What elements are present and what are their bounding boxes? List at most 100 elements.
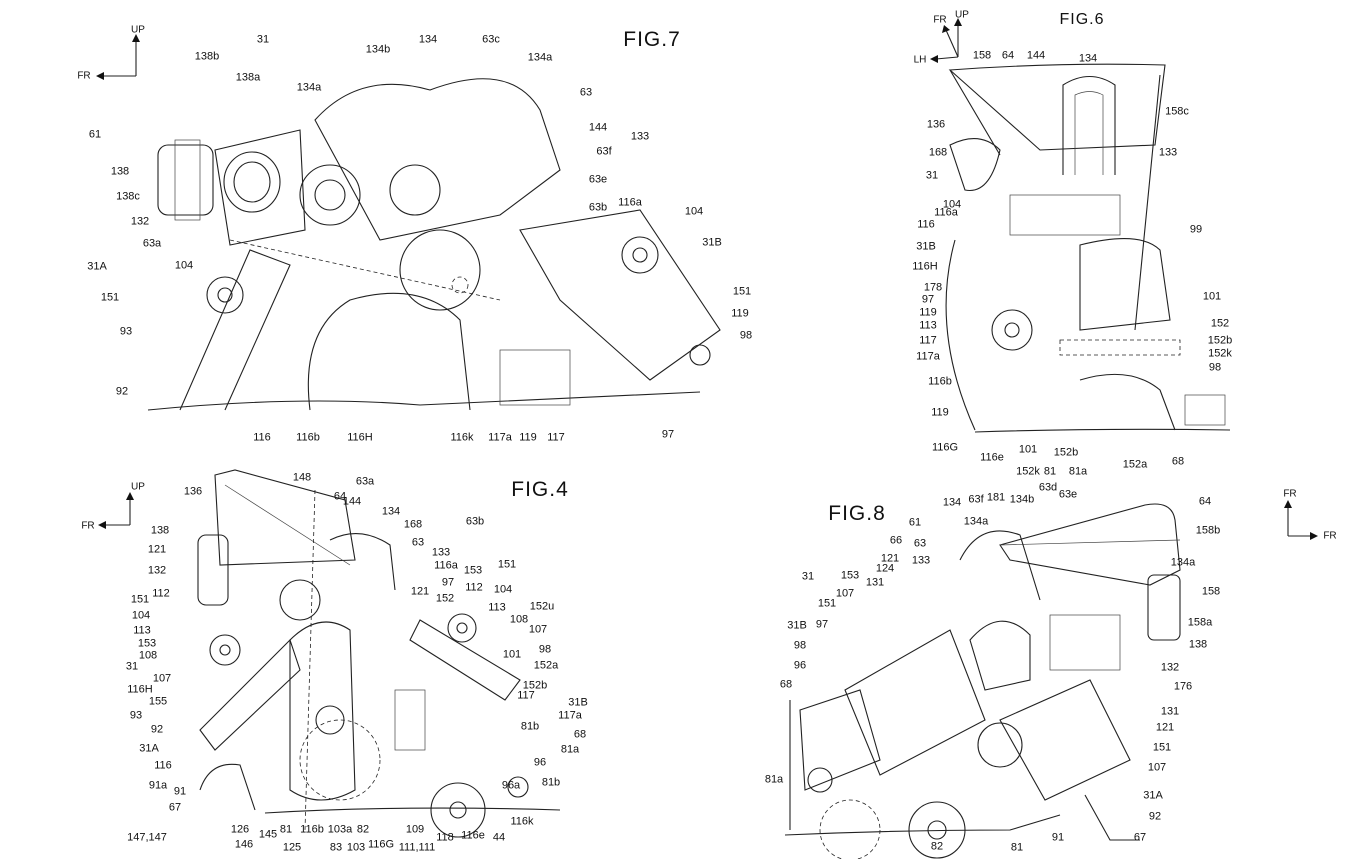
fig6-reference-numeral: 152b [1207,334,1233,347]
fig8-reference-numeral: 158a [1187,616,1213,629]
fig4-reference-numeral: 117a [558,709,582,722]
fig4-reference-numeral: 113 [133,624,151,637]
fig6-reference-numeral: 152 [1210,317,1230,330]
fig4-reference-numeral: 151 [130,593,150,606]
fig7-reference-numeral: 134 [418,33,438,46]
fig4-reference-numeral: 116k [510,815,534,828]
fig4-reference-numeral: 112 [152,587,170,600]
fig4-reference-numeral: 132 [147,564,167,577]
fig7-reference-numeral: 63c [482,33,500,46]
fig7-reference-numeral: 63 [579,86,593,99]
fig4-axis-fr-label: FR [81,520,95,532]
fig7-reference-numeral: 63a [142,237,162,250]
fig7-reference-numeral: 134a [296,81,322,94]
fig6-reference-numeral: 133 [1158,146,1178,159]
fig7-reference-numeral: 151 [100,291,120,304]
fig4-axis-up-label: UP [131,481,145,493]
fig4-reference-numeral: 147,147 [127,831,167,844]
fig6-reference-numeral: 158 [972,49,992,62]
fig4-reference-numeral: 63 [411,536,425,549]
fig7-reference-numeral: 104 [684,205,704,218]
fig7-reference-numeral: 134b [365,43,391,56]
fig4-reference-numeral: 133 [431,546,451,559]
fig6-axis-up-label: UP [955,9,969,21]
fig6-reference-numeral: 113 [919,319,937,332]
fig4-reference-numeral: 108 [138,649,158,662]
fig4-reference-numeral: 91a [148,779,168,792]
fig7-reference-numeral: 104 [174,259,194,272]
fig8-reference-numeral: 92 [1148,810,1162,823]
fig7-reference-numeral: 31 [256,33,270,46]
fig8-reference-numeral: 107 [835,587,855,600]
fig7-reference-numeral: 119 [519,431,537,444]
fig7-reference-numeral: 117a [488,431,512,444]
fig6-reference-numeral: 152k [1208,347,1232,360]
fig8-axis-up-label: FR [1283,488,1297,500]
fig4-reference-numeral: 148 [292,471,312,484]
fig7-reference-numeral: 98 [739,329,753,342]
fig4-reference-numeral: 68 [573,728,587,741]
fig6-reference-numeral: 81 [1043,465,1057,478]
fig4-reference-numeral: 93 [129,709,143,722]
fig4-reference-numeral: 155 [148,695,168,708]
fig4-reference-numeral: 116 [154,759,172,772]
fig8-reference-numeral: 81a [764,773,784,786]
fig8-reference-numeral: 63 [913,537,927,550]
fig4-reference-numeral: 31A [139,742,159,755]
fig4-reference-numeral: 116e [461,829,485,842]
fig8-reference-numeral: 124 [875,562,895,575]
fig6-reference-numeral: 98 [1208,361,1222,374]
fig4-reference-numeral: 113 [488,601,506,614]
fig4-reference-numeral: 103 [346,841,366,854]
fig4-reference-numeral: 138 [150,524,170,537]
fig4-reference-numeral: 146 [234,838,254,851]
fig8-reference-numeral: 133 [911,554,931,567]
fig6-reference-numeral: 116b [928,375,952,388]
fig6-reference-numeral: 101 [1018,443,1038,456]
fig6-reference-numeral: 152k [1016,465,1040,478]
fig8-reference-numeral: 158b [1195,524,1221,537]
fig8-reference-numeral: 134a [1170,556,1196,569]
fig4-reference-numeral: 63a [355,475,375,488]
fig6-reference-numeral: 97 [921,293,935,306]
fig8-reference-numeral: 151 [817,597,837,610]
fig7-reference-numeral: 93 [119,325,133,338]
fig4-reference-numeral: 104 [493,583,513,596]
fig7-reference-numeral: 138a [235,71,261,84]
fig8-reference-numeral: 63d [1038,481,1058,494]
fig4-reference-numeral: 109 [405,823,425,836]
fig7-reference-numeral: 97 [661,428,675,441]
fig6-reference-numeral: 117a [916,350,940,363]
fig7-reference-numeral: 134a [527,51,553,64]
fig8-reference-numeral: 63f [968,493,984,506]
fig6-reference-numeral: 116G [931,441,959,454]
fig8-reference-numeral: 81 [1010,841,1024,854]
fig4-reference-numeral: 152 [435,592,455,605]
fig4-reference-numeral: 134 [381,505,401,518]
fig8-reference-numeral: 153 [840,569,860,582]
fig8-reference-numeral: 158 [1201,585,1221,598]
fig6-reference-numeral: 116e [980,451,1004,464]
fig7-reference-numeral: 116k [450,431,474,444]
fig6-reference-numeral: 152b [1053,446,1079,459]
fig6-reference-numeral: 99 [1189,223,1203,236]
fig8-reference-numeral: 131 [1160,705,1180,718]
fig6-reference-numeral: 134 [1078,52,1098,65]
fig8-reference-numeral: 121 [880,552,900,565]
fig8-reference-numeral: 97 [815,618,829,631]
fig7-reference-numeral: 116b [296,431,320,444]
fig4-reference-numeral: 152a [533,659,559,672]
fig4-reference-numeral: 136 [183,485,203,498]
fig4-reference-numeral: 81b [541,776,561,789]
fig7-reference-numeral: 144 [588,121,608,134]
fig8-direction-axes [1284,500,1318,540]
fig4-reference-numeral: 91 [173,785,187,798]
fig4-direction-axes [98,492,134,529]
fig8-reference-numeral: 67 [1133,831,1147,844]
fig4-reference-numeral: 31 [125,660,139,673]
fig4-reference-numeral: 96 [533,756,547,769]
fig6-engine-drawing [945,63,1231,433]
fig6-reference-numeral: 116H [912,260,938,273]
fig6-reference-numeral: 119 [919,306,937,319]
fig8-reference-numeral: 134 [942,496,962,509]
